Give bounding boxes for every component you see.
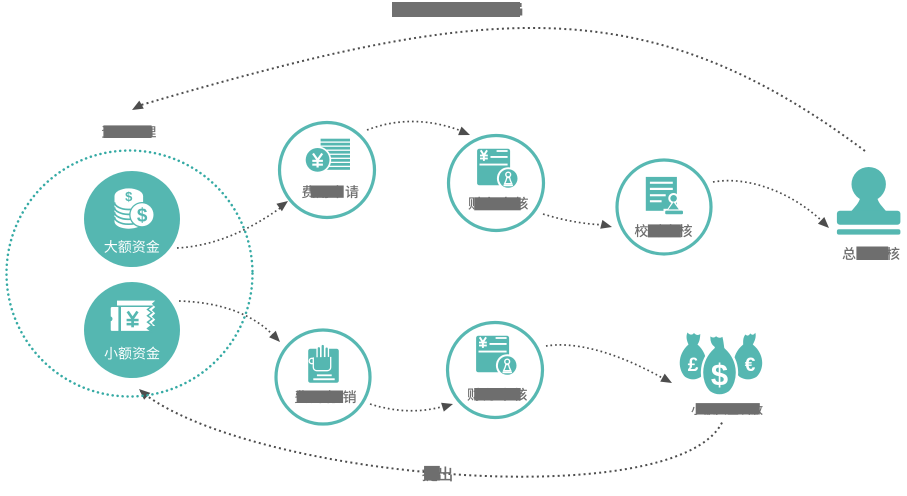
- svg-text:£: £: [688, 355, 699, 376]
- svg-text:$: $: [137, 206, 148, 227]
- svg-text:$: $: [125, 189, 133, 204]
- svg-text:€: €: [745, 355, 756, 376]
- svg-text:$: $: [711, 357, 728, 392]
